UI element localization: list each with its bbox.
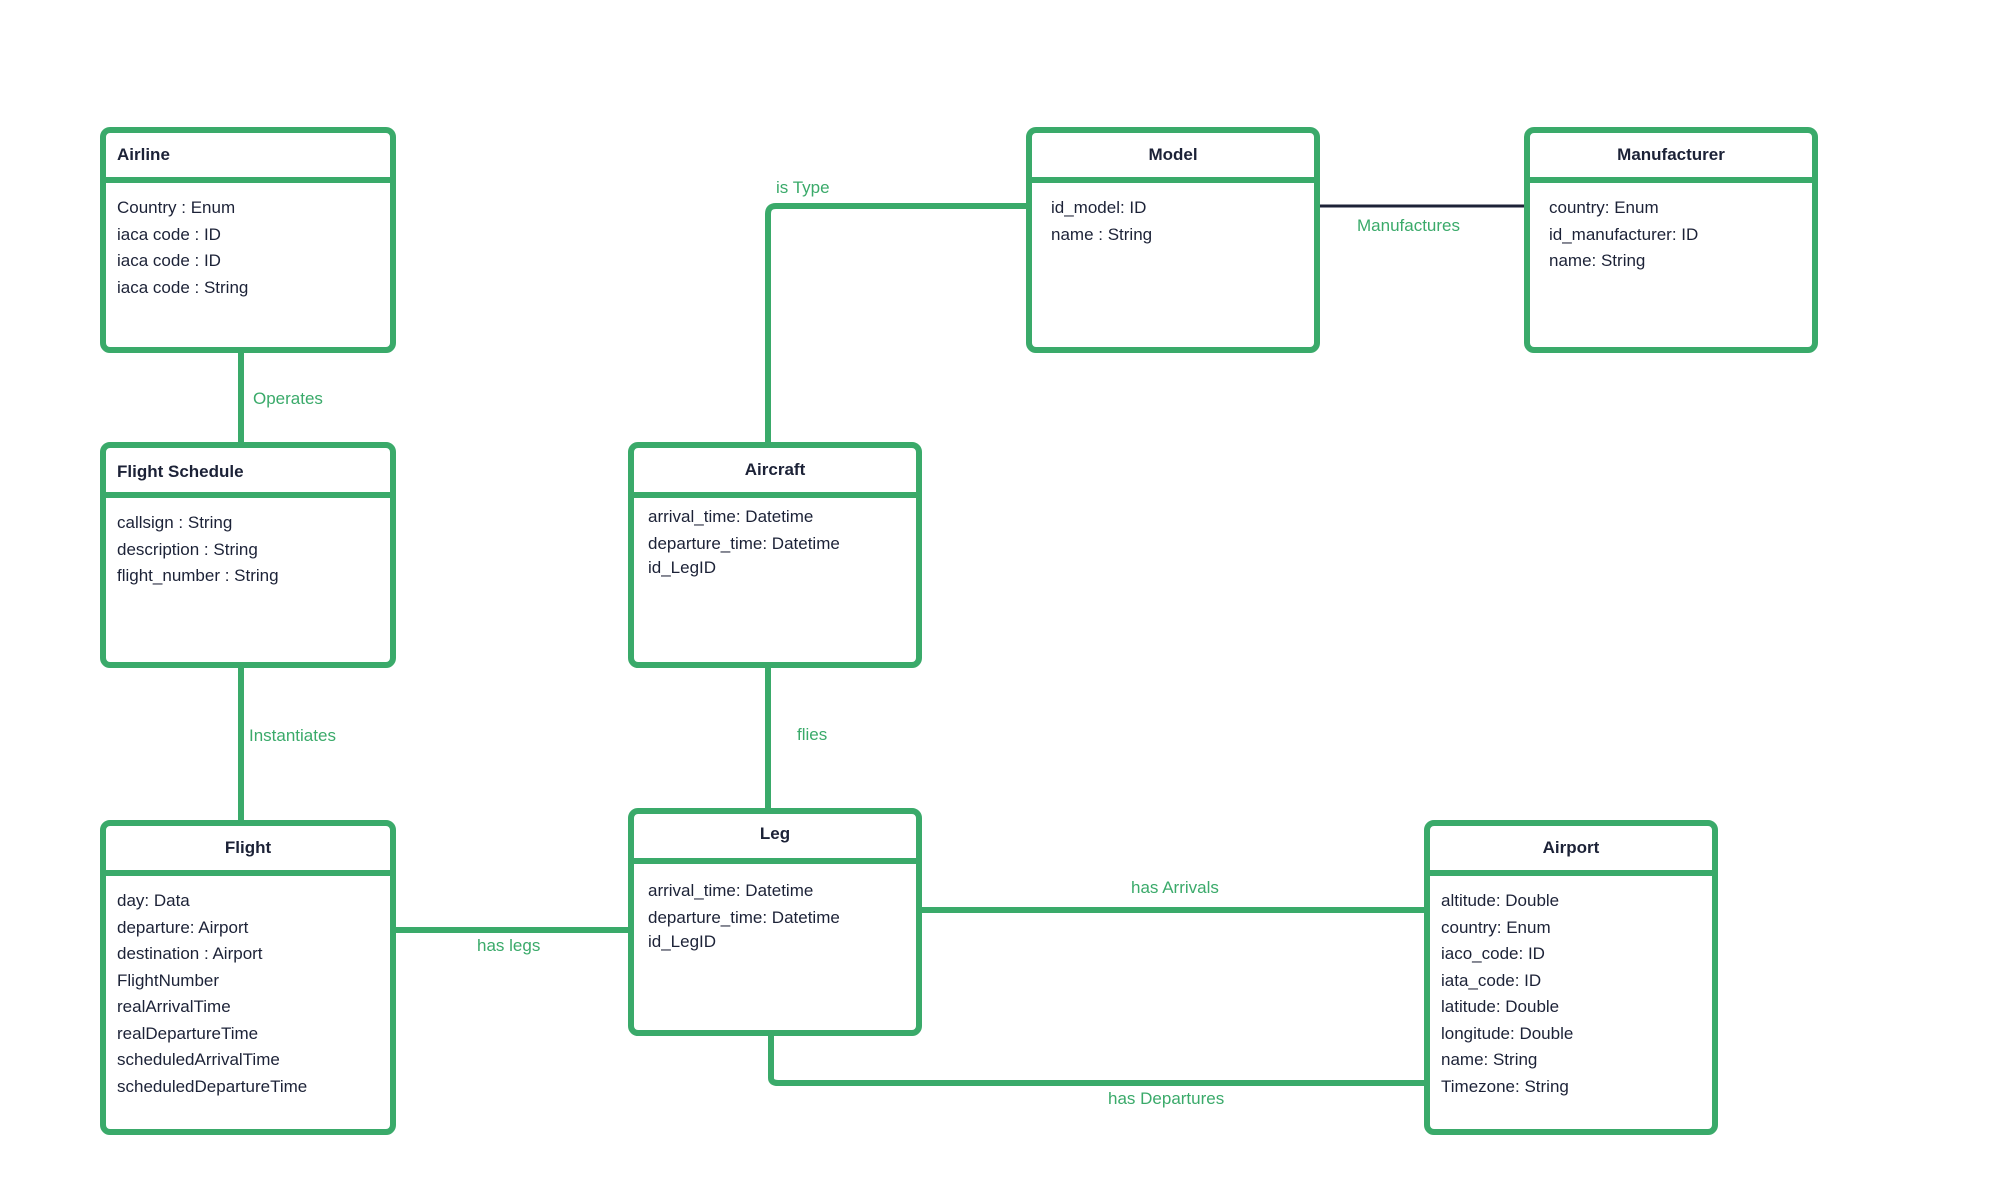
attribute: day: Data bbox=[117, 891, 190, 910]
entity-airline[interactable]: Airline Country : Enum iaca code : ID ia… bbox=[100, 127, 396, 353]
attribute: Timezone: String bbox=[1441, 1076, 1569, 1096]
attribute: iaco_code: ID bbox=[1441, 944, 1545, 963]
attribute: departure_time: Datetime bbox=[648, 533, 840, 553]
entity-title: Airport bbox=[1430, 826, 1712, 876]
label-flies: flies bbox=[797, 725, 828, 744]
attribute: name: String bbox=[1441, 1050, 1538, 1069]
entity-model[interactable]: Model id_model: ID name : String bbox=[1026, 127, 1320, 353]
label-manufactures: Manufactures bbox=[1357, 216, 1460, 235]
entity-title: Manufacturer bbox=[1530, 133, 1812, 183]
attribute: realArrivalTime bbox=[117, 997, 231, 1016]
attribute: scheduledDepartureTime bbox=[117, 1076, 308, 1096]
label-has-legs: has legs bbox=[477, 936, 541, 955]
attribute: name: String bbox=[1549, 251, 1646, 270]
connector-has-departures bbox=[768, 1034, 1424, 1086]
attribute-list: id_model: ID name : String bbox=[1032, 183, 1314, 248]
attribute: iaca code : ID bbox=[117, 251, 221, 270]
attribute: country: Enum bbox=[1441, 917, 1551, 937]
attribute-list: day: Data departure: Airport destination… bbox=[106, 876, 390, 1100]
attribute: longitude: Double bbox=[1441, 1023, 1574, 1043]
entity-leg[interactable]: Leg arrival_time: Datetime departure_tim… bbox=[628, 808, 922, 1036]
attribute: id_LegID bbox=[648, 558, 717, 577]
entity-aircraft[interactable]: Aircraft arrival_time: Datetime departur… bbox=[628, 442, 922, 668]
label-operates: Operates bbox=[253, 389, 323, 408]
attribute: altitude: Double bbox=[1441, 891, 1560, 910]
connector-is-type bbox=[765, 203, 1026, 442]
attribute: flight_number : String bbox=[117, 566, 279, 585]
attribute: id_model: ID bbox=[1051, 198, 1147, 217]
attribute: callsign : String bbox=[117, 513, 233, 532]
attribute: departure: Airport bbox=[117, 917, 249, 937]
label-is-type: is Type bbox=[776, 178, 830, 197]
attribute-list: arrival_time: Datetime departure_time: D… bbox=[634, 864, 916, 952]
attribute: name : String bbox=[1051, 224, 1153, 244]
entity-flight[interactable]: Flight day: Data departure: Airport dest… bbox=[100, 820, 396, 1135]
attribute: latitude: Double bbox=[1441, 997, 1560, 1016]
attribute: id_manufacturer: ID bbox=[1549, 224, 1699, 244]
label-instantiates: Instantiates bbox=[249, 726, 336, 745]
attribute: id_LegID bbox=[648, 932, 717, 951]
attribute: Country : Enum bbox=[117, 198, 236, 217]
attribute-list: altitude: Double country: Enum iaco_code… bbox=[1430, 876, 1712, 1100]
attribute-list: Country : Enum iaca code : ID iaca code … bbox=[106, 183, 390, 301]
attribute: departure_time: Datetime bbox=[648, 907, 840, 927]
attribute: iaca code : ID bbox=[117, 224, 221, 244]
attribute: description : String bbox=[117, 539, 258, 559]
label-has-arrivals: has Arrivals bbox=[1131, 878, 1219, 897]
entity-airport[interactable]: Airport altitude: Double country: Enum i… bbox=[1424, 820, 1718, 1135]
label-has-departures: has Departures bbox=[1108, 1089, 1225, 1108]
entity-title: Airline bbox=[106, 133, 390, 183]
attribute: country: Enum bbox=[1549, 198, 1659, 217]
attribute: scheduledArrivalTime bbox=[117, 1050, 280, 1069]
attribute: arrival_time: Datetime bbox=[648, 881, 814, 900]
attribute: arrival_time: Datetime bbox=[648, 507, 814, 526]
entity-flight-schedule[interactable]: Flight Schedule callsign : String descri… bbox=[100, 442, 396, 668]
entity-manufacturer[interactable]: Manufacturer country: Enum id_manufactur… bbox=[1524, 127, 1818, 353]
attribute: FlightNumber bbox=[117, 970, 220, 990]
entity-title: Model bbox=[1032, 133, 1314, 183]
attribute: iaca code : String bbox=[117, 277, 249, 297]
attribute-list: country: Enum id_manufacturer: ID name: … bbox=[1530, 183, 1812, 275]
entity-title: Leg bbox=[634, 814, 916, 864]
attribute-list: callsign : String description : String f… bbox=[106, 498, 390, 590]
attribute: destination : Airport bbox=[117, 944, 263, 963]
entity-title: Aircraft bbox=[634, 448, 916, 498]
entity-title: Flight bbox=[106, 826, 390, 876]
entity-title: Flight Schedule bbox=[106, 448, 390, 498]
attribute: realDepartureTime bbox=[117, 1023, 259, 1043]
attribute: iata_code: ID bbox=[1441, 970, 1542, 990]
attribute-list: arrival_time: Datetime departure_time: D… bbox=[634, 498, 916, 578]
